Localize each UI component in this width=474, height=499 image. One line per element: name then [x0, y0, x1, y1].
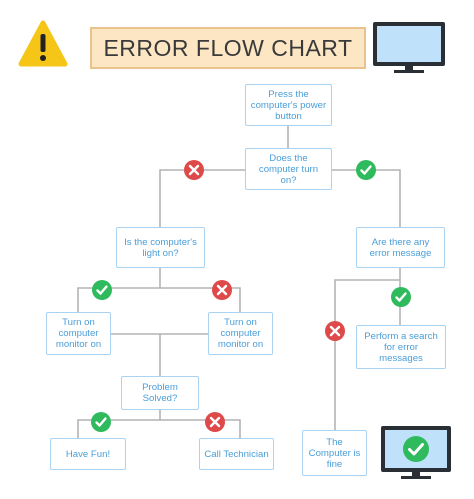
connector-light-split-right: [160, 287, 241, 312]
check-circle-icon: [91, 412, 111, 432]
connector-error-no: [334, 279, 400, 430]
connectors: [77, 126, 401, 438]
check-circle-icon: [92, 280, 112, 300]
connector-light-split: [77, 268, 161, 312]
monitor-icon: [373, 22, 445, 73]
node-monitor-a: Turn on computer monitor on: [46, 312, 111, 355]
node-computer-fine: The Computer is fine: [302, 430, 367, 476]
node-problem-solved: Problem Solved?: [121, 376, 199, 410]
node-light-on: Is the computer's light on?: [116, 227, 205, 268]
page-title: ERROR FLOW CHART: [90, 27, 366, 69]
x-circle-icon: [325, 321, 345, 341]
warning-icon: [18, 20, 68, 67]
node-start: Press the computer's power button: [245, 84, 332, 126]
node-monitor-b: Turn on computer monitor on: [208, 312, 273, 355]
x-circle-icon: [212, 280, 232, 300]
connector-solved-split: [77, 410, 161, 438]
x-circle-icon: [205, 412, 225, 432]
monitor-check-icon: [381, 426, 451, 479]
node-search: Perform a search for error messages: [356, 325, 446, 369]
node-have-fun: Have Fun!: [50, 438, 126, 470]
connector-turn-on-yes: [332, 169, 401, 227]
x-circle-icon: [184, 160, 204, 180]
check-circle-icon: [391, 287, 411, 307]
connector-solved-split-right: [160, 419, 241, 438]
check-circle-icon: [356, 160, 376, 180]
node-call-technician: Call Technician: [199, 438, 274, 470]
node-error-message: Are there any error message: [356, 227, 445, 268]
connector-turn-on-no: [159, 169, 245, 227]
node-turn-on: Does the computer turn on?: [245, 148, 332, 190]
